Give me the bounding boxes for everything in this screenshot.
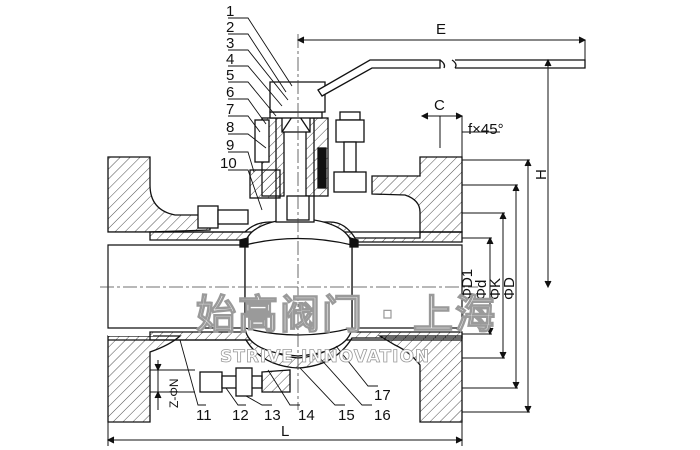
part-label-11: 11: [196, 407, 212, 424]
dimension-D: ΦD: [501, 277, 518, 300]
dimension-H: H: [533, 169, 550, 180]
leader-lines: [179, 17, 378, 406]
part-label-17: 17: [374, 387, 391, 404]
dimension-L: L: [281, 423, 289, 440]
dimension-E: E: [436, 21, 446, 38]
dimension-labels: E C f×45° H ΦD1 Φd ΦK ΦD Z-ΦN L: [167, 21, 550, 440]
part-label-16: 16: [374, 407, 391, 424]
center-lines: [100, 34, 478, 410]
dimension-lines: [106, 36, 587, 446]
part-label-6: 6: [226, 84, 234, 101]
dimension-chamfer: f×45°: [468, 121, 504, 138]
part-label-13: 13: [264, 407, 281, 424]
dimension-K: ΦK: [487, 278, 504, 300]
part-label-3: 3: [226, 35, 234, 52]
part-label-9: 9: [226, 137, 234, 154]
upper-plug: [197, 205, 249, 229]
dimension-holes: Z-ΦN: [167, 378, 181, 408]
part-label-4: 4: [226, 51, 234, 68]
part-label-15: 15: [338, 407, 355, 424]
body-bolt: [333, 111, 367, 193]
flow-bore: [107, 244, 463, 329]
part-label-7: 7: [226, 101, 234, 118]
valve-body: [108, 221, 463, 369]
handle-lever: [269, 59, 586, 113]
part-label-1: 1: [226, 3, 234, 20]
watermark-chinese: 始高阀门 · 上海: [196, 292, 497, 338]
part-label-12: 12: [232, 407, 249, 424]
part-labels: 1 2 3 4 5 6 7 8 9 10 11 12 13 14 15 16 1…: [196, 3, 391, 424]
watermark: 始高阀门 · 上海 STRIVE INNOVATION: [195, 291, 497, 367]
dimension-C: C: [434, 97, 445, 114]
lower-bolt: [199, 367, 291, 397]
part-label-8: 8: [226, 119, 234, 136]
dimension-d: Φd: [473, 280, 490, 300]
right-flange: [371, 156, 463, 423]
watermark-english: STRIVE INNOVATION: [220, 347, 430, 367]
part-label-10: 10: [220, 155, 237, 172]
dimension-D1: ΦD1: [459, 269, 476, 300]
part-label-5: 5: [226, 67, 234, 84]
part-label-14: 14: [298, 407, 315, 424]
part-label-2: 2: [226, 19, 234, 36]
